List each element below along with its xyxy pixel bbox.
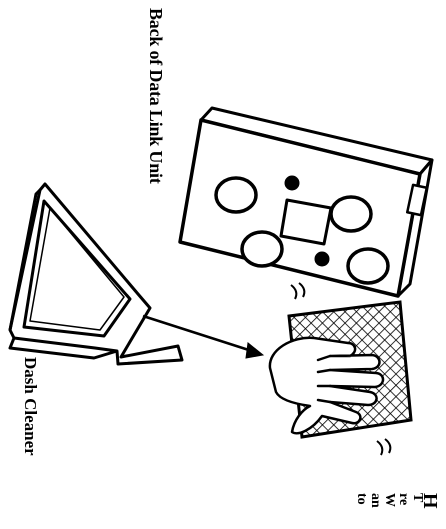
dash-cleaner-icon xyxy=(8,182,184,366)
back-of-unit-label: Back of Data Link Unit xyxy=(146,8,166,184)
body-text-line: to xyxy=(354,493,369,505)
data-link-unit-icon xyxy=(178,106,434,298)
hand-icon xyxy=(268,336,385,435)
body-text-line: re xyxy=(396,493,411,506)
body-text-line: W xyxy=(382,493,397,507)
body-text-line: T xyxy=(410,493,425,503)
dash-cleaner-label: Dash Cleaner xyxy=(21,357,40,456)
body-text-line: an xyxy=(368,493,383,508)
wiping-motion-icon xyxy=(290,282,392,456)
pointer-arrow-icon xyxy=(142,314,265,359)
